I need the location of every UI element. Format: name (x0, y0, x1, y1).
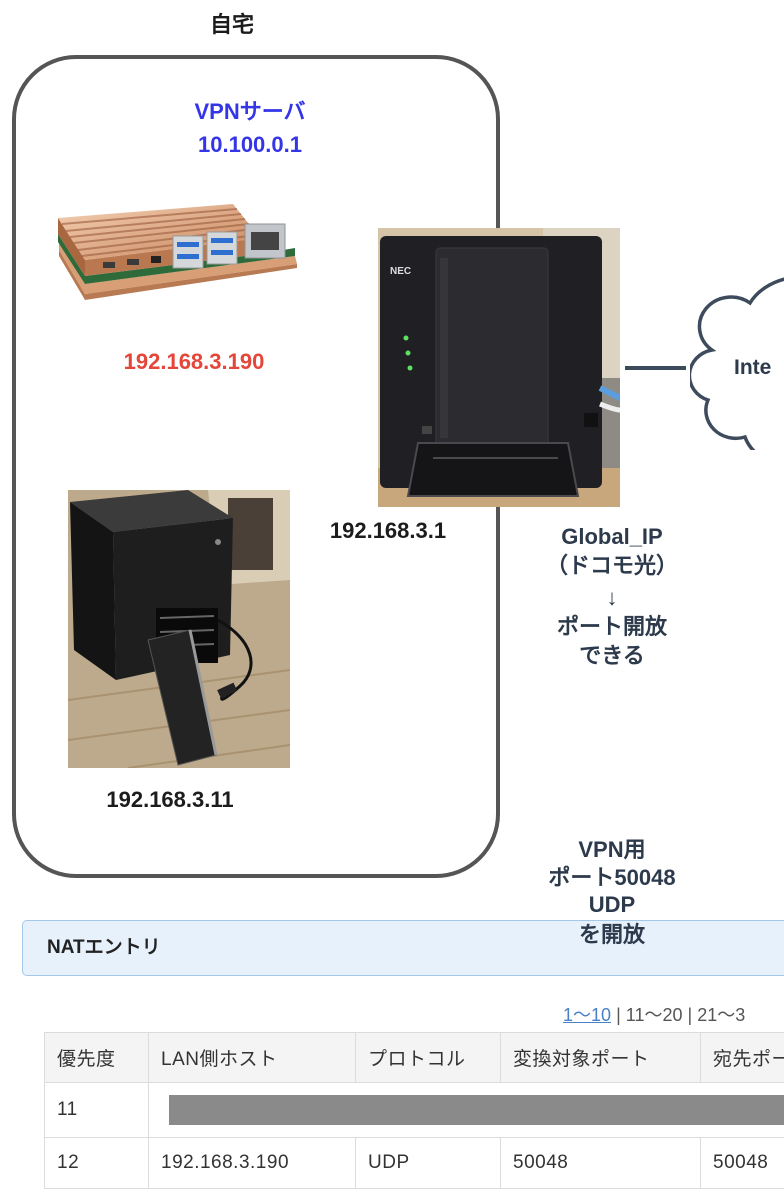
vpn-port-note-line: を開放 (578, 922, 645, 947)
nat-pagination: 1〜10 | 11〜20 | 21〜3 (563, 1002, 784, 1028)
vpn-port-note-line: ポート50048 (548, 865, 676, 890)
router-note-line: ポート開放 (556, 614, 667, 639)
redacted-bar (169, 1095, 784, 1125)
page-link-1-10[interactable]: 1〜10 (563, 1005, 612, 1025)
page-item-21-30: 21〜3 (697, 1005, 746, 1025)
cell-protocol: UDP (355, 1137, 501, 1189)
table-row: 11 (44, 1082, 784, 1138)
page-item-11-20: 11〜20 (625, 1005, 683, 1025)
vpn-port-note-line: VPN用 (578, 837, 646, 862)
router-note-line: できる (579, 643, 645, 668)
cell-dest-port: 50048 (700, 1137, 784, 1189)
redacted-cell (148, 1082, 784, 1138)
column-header-protocol: プロトコル (355, 1032, 501, 1083)
table-row: 12 192.168.3.190 UDP 50048 50048 (44, 1137, 784, 1189)
cell-priority: 11 (44, 1082, 149, 1138)
nat-entry-title: NATエントリ (47, 937, 161, 958)
internet-cloud (690, 277, 784, 450)
cell-target-port: 50048 (500, 1137, 701, 1189)
router-ip: 192.168.3.1 (329, 518, 447, 543)
pagination-separator: | (687, 1005, 693, 1025)
router-photo: NEC (378, 228, 620, 507)
table-header-row: 優先度 LAN側ホスト プロトコル 変換対象ポート 宛先ポー (44, 1032, 784, 1083)
raspberry-pi-ip: 192.168.3.190 (123, 349, 265, 374)
nat-entry-header: NATエントリ (22, 920, 784, 976)
raspberry-pi-photo (58, 204, 297, 300)
router-logo-text: NEC (390, 266, 411, 277)
cell-lan-host: 192.168.3.190 (148, 1137, 356, 1189)
cell-priority: 12 (44, 1137, 149, 1189)
home-title: 自宅 (209, 12, 254, 37)
router-to-internet-connector (625, 366, 686, 370)
column-header-lan-host: LAN側ホスト (148, 1032, 356, 1083)
internet-label: Inte (734, 356, 772, 379)
column-header-target-port: 変換対象ポート (500, 1032, 701, 1083)
router-note-arrow: ↓ (606, 585, 618, 610)
vpn-server-label: VPNサーバ (194, 99, 306, 124)
column-header-dest-port: 宛先ポー (700, 1032, 784, 1083)
nat-entry-table: 優先度 LAN側ホスト プロトコル 変換対象ポート 宛先ポー 11 12 192… (44, 1032, 784, 1189)
router-note-line: Global_IP (561, 524, 663, 549)
pagination-separator: | (616, 1005, 621, 1025)
vpn-port-note-line: UDP (588, 892, 636, 917)
vpn-server-ip: 10.100.0.1 (198, 132, 302, 157)
router-note-line: （ドコモ光） (545, 553, 678, 578)
column-header-priority: 優先度 (44, 1032, 149, 1083)
nas-ip: 192.168.3.11 (106, 787, 234, 812)
nas-photo (68, 490, 290, 768)
